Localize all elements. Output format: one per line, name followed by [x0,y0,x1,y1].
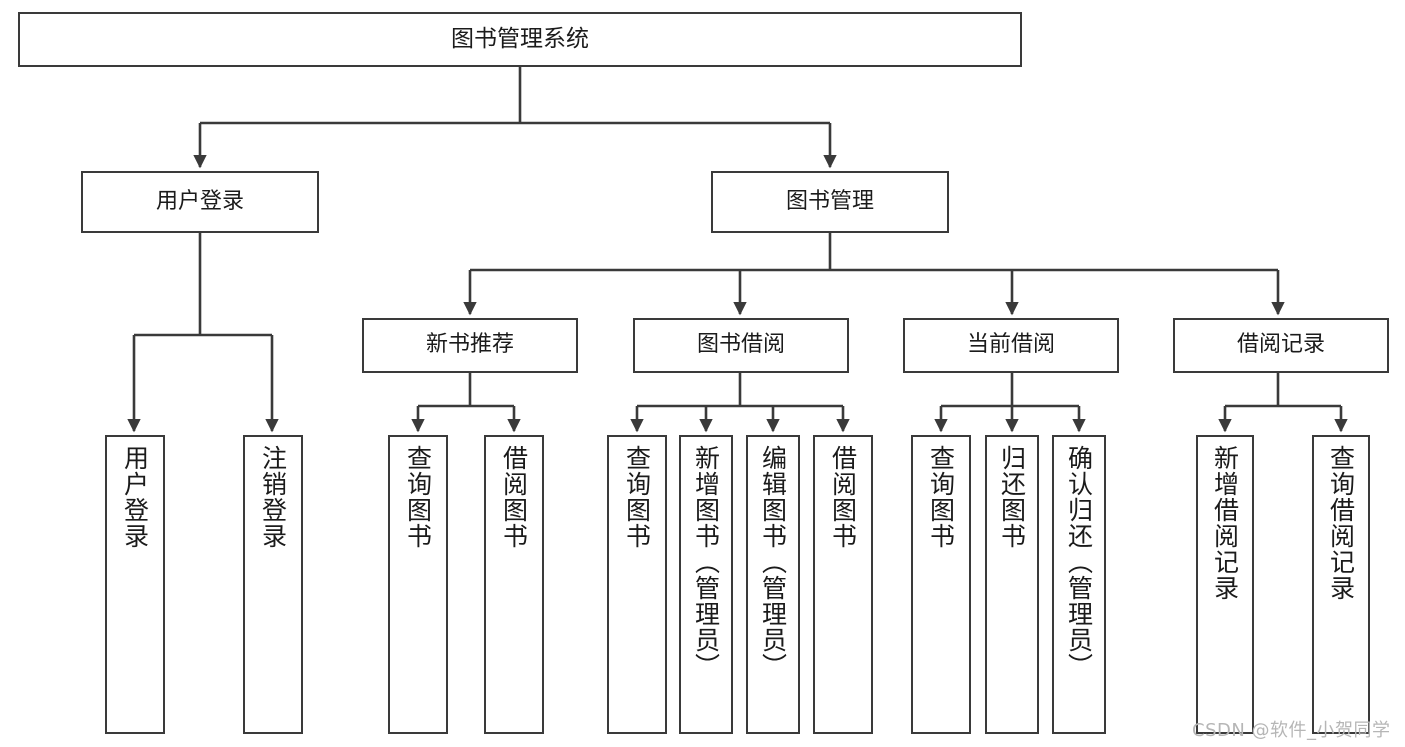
node-book-borrow[interactable]: 图书借阅 [633,318,849,373]
node-leaf-logout[interactable]: 注销登录 [243,435,303,734]
node-borrow-record[interactable]: 借阅记录 [1173,318,1389,373]
node-leaf-logout-label: 注销登录 [258,445,288,549]
node-leaf-query-book-1[interactable]: 查询图书 [388,435,448,734]
node-book-borrow-label: 图书借阅 [696,332,785,358]
node-leaf-confirm-return-label: 确认归还（管理员） [1064,445,1094,679]
node-leaf-user-login[interactable]: 用户登录 [105,435,165,734]
node-leaf-query-book-2-label: 查询图书 [622,445,652,549]
node-new-book-rec-label: 新书推荐 [425,332,514,358]
node-borrow-record-label: 借阅记录 [1236,332,1325,358]
node-root-label: 图书管理系统 [451,25,589,52]
node-leaf-borrow-book-1[interactable]: 借阅图书 [484,435,544,734]
node-leaf-add-book-label: 新增图书（管理员） [691,445,721,679]
node-leaf-add-book[interactable]: 新增图书（管理员） [679,435,733,734]
node-leaf-borrow-book-1-label: 借阅图书 [499,445,529,549]
node-user-login-label: 用户登录 [155,188,244,214]
node-leaf-edit-book[interactable]: 编辑图书（管理员） [746,435,800,734]
node-new-book-rec[interactable]: 新书推荐 [362,318,578,373]
node-leaf-add-record[interactable]: 新增借阅记录 [1196,435,1254,734]
node-current-borrow-label: 当前借阅 [966,332,1055,358]
csdn-watermark: CSDN @软件_小贺同学 [1192,720,1391,741]
node-leaf-edit-book-label: 编辑图书（管理员） [758,445,788,679]
node-leaf-user-login-label: 用户登录 [120,445,150,549]
node-current-borrow[interactable]: 当前借阅 [903,318,1119,373]
node-leaf-borrow-book-2-label: 借阅图书 [828,445,858,549]
node-book-manage[interactable]: 图书管理 [711,171,949,233]
node-leaf-query-book-2[interactable]: 查询图书 [607,435,667,734]
node-leaf-confirm-return[interactable]: 确认归还（管理员） [1052,435,1106,734]
node-leaf-query-book-1-label: 查询图书 [403,445,433,549]
node-leaf-return-book[interactable]: 归还图书 [985,435,1039,734]
node-root[interactable]: 图书管理系统 [18,12,1022,67]
node-leaf-query-record[interactable]: 查询借阅记录 [1312,435,1370,734]
node-leaf-borrow-book-2[interactable]: 借阅图书 [813,435,873,734]
node-leaf-add-record-label: 新增借阅记录 [1210,445,1240,601]
node-leaf-query-book-3[interactable]: 查询图书 [911,435,971,734]
node-leaf-return-book-label: 归还图书 [997,445,1027,549]
node-user-login[interactable]: 用户登录 [81,171,319,233]
node-book-manage-label: 图书管理 [785,188,874,214]
node-leaf-query-book-3-label: 查询图书 [926,445,956,549]
node-leaf-query-record-label: 查询借阅记录 [1326,445,1356,601]
